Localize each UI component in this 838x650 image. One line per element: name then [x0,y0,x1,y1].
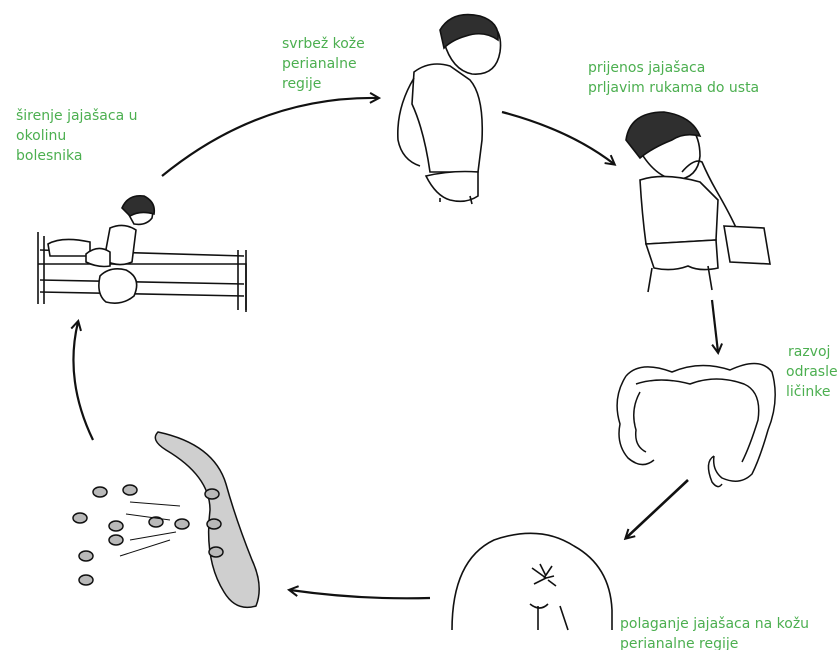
label-spread-line: bolesnika [16,148,82,164]
arrow-intestine-to-buttocks [626,480,688,538]
label-itch-line: svrbež kože [282,36,365,52]
boy-scratching-icon [398,15,501,204]
boy-hand-to-mouth-icon [626,112,770,292]
label-development: razvoj odrasle ličinke [786,344,838,400]
label-laying-line: perianalne regije [620,636,738,650]
arrow-bed-to-itch [162,98,378,176]
label-laying-line: polaganje jajašaca na kožu [620,616,809,632]
arrow-mouth-to-intestine [712,300,718,352]
label-spread-line: širenje jajašaca u [16,108,137,124]
label-spread-line: okolinu [16,128,66,144]
label-development-line: razvoj [788,344,830,360]
label-laying: polaganje jajašaca na kožu perianalne re… [620,616,814,650]
child-on-bed-icon [38,196,246,312]
worm-with-eggs-icon [73,432,259,607]
label-spread: širenje jajašaca u okolinu bolesnika [16,108,142,164]
label-transfer-line: prijenos jajašaca [588,60,705,76]
label-transfer-line: prljavim rukama do usta [588,80,759,96]
label-development-line: odrasle [786,364,838,380]
arrow-worm-to-bed [73,322,93,440]
label-itch-line: regije [282,76,321,92]
label-itch-line: perianalne [282,56,357,72]
buttocks-icon [452,533,612,630]
arrow-itch-to-mouth [502,112,614,164]
label-itch: svrbež kože perianalne regije [282,36,369,92]
arrow-buttocks-to-worm [290,590,430,598]
intestine-icon [617,363,775,486]
label-development-line: ličinke [786,384,830,400]
label-transfer: prijenos jajašaca prljavim rukama do ust… [588,60,759,96]
